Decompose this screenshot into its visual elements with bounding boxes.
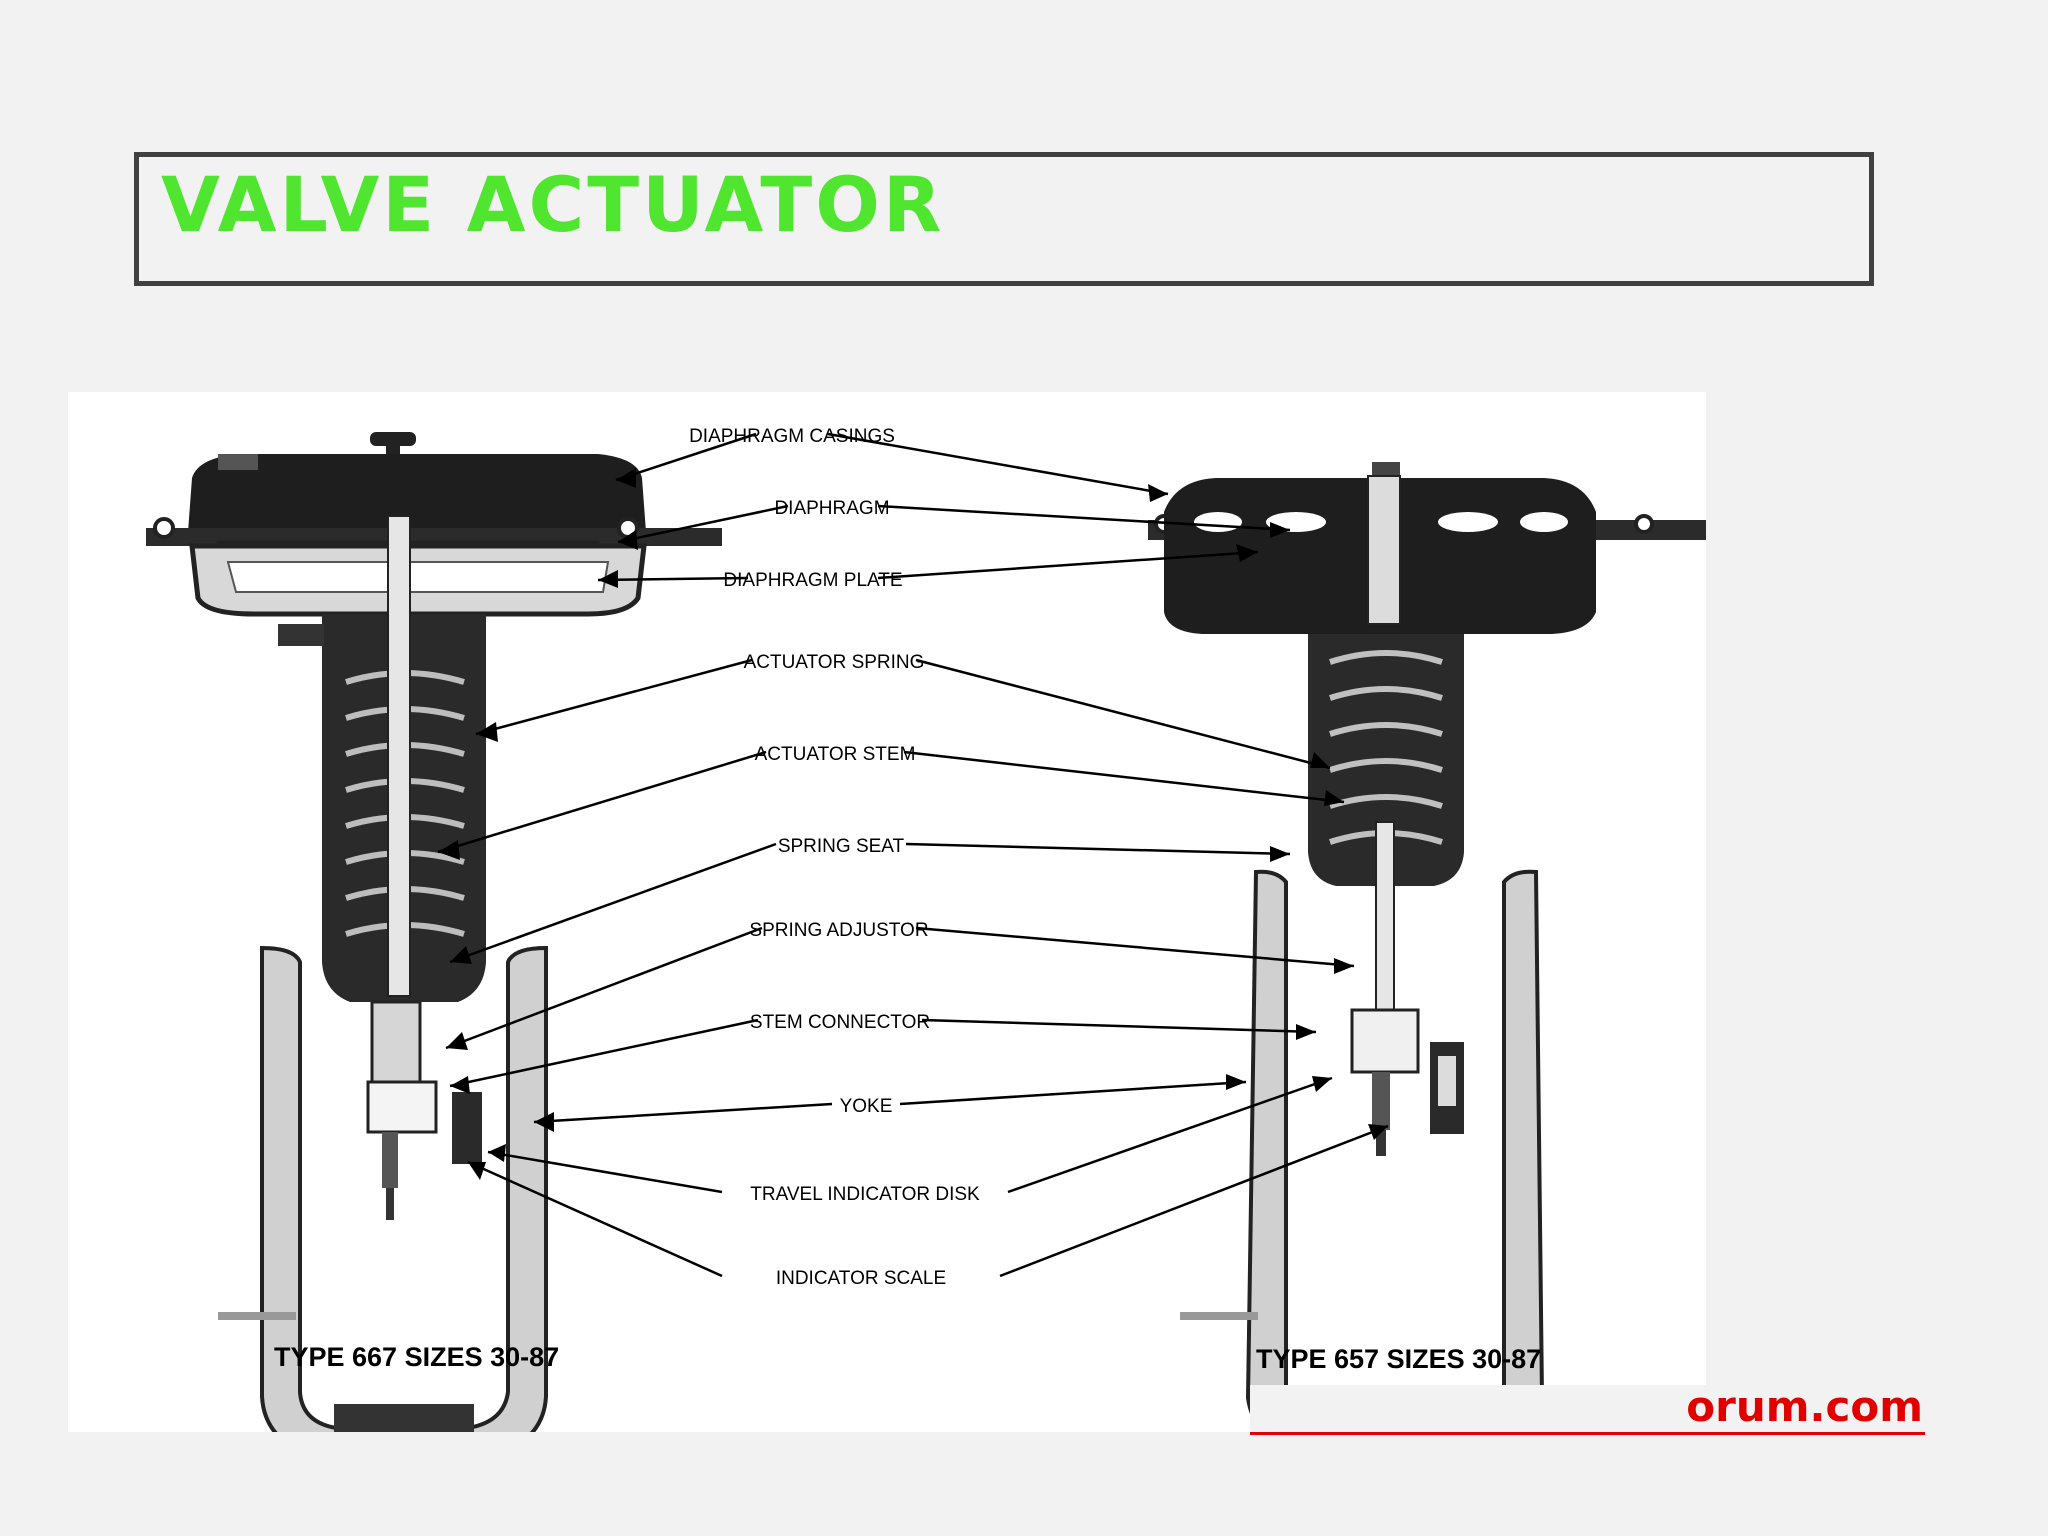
label-stem-connector: STEM CONNECTOR — [750, 1012, 930, 1033]
label-actuator-stem: ACTUATOR STEM — [755, 744, 916, 765]
caption-right: TYPE 657 SIZES 30-87 — [1256, 1344, 1541, 1374]
label-spring-adjustor: SPRING ADJUSTOR — [749, 920, 928, 941]
page-title: VALVE ACTUATOR — [161, 160, 945, 249]
label-diaphragm-plate: DIAPHRAGM PLATE — [723, 570, 902, 591]
label-actuator-spring: ACTUATOR SPRING — [744, 652, 925, 673]
title-box: VALVE ACTUATOR — [134, 152, 1874, 286]
label-diaphragm-casings: DIAPHRAGM CASINGS — [689, 426, 895, 447]
label-spring-seat: SPRING SEAT — [778, 836, 905, 857]
left-actuator-illustration — [146, 432, 722, 1432]
caption-left: TYPE 667 SIZES 30-87 — [274, 1342, 559, 1372]
label-indicator-scale: INDICATOR SCALE — [776, 1268, 946, 1289]
label-travel-indicator-disk: TRAVEL INDICATOR DISK — [750, 1184, 980, 1205]
footer-link-text[interactable]: orum.com — [1686, 1382, 1923, 1431]
right-actuator-illustration — [1148, 462, 1706, 1432]
label-yoke: YOKE — [840, 1096, 893, 1117]
footer-link[interactable]: orum.com — [1250, 1382, 1925, 1435]
leader-lines — [437, 432, 1389, 1278]
label-diaphragm: DIAPHRAGM — [774, 498, 889, 519]
arrowheads — [438, 468, 1388, 1180]
valve-actuator-diagram: DIAPHRAGM CASINGS DIAPHRAGM DIAPHRAGM PL… — [68, 392, 1706, 1432]
